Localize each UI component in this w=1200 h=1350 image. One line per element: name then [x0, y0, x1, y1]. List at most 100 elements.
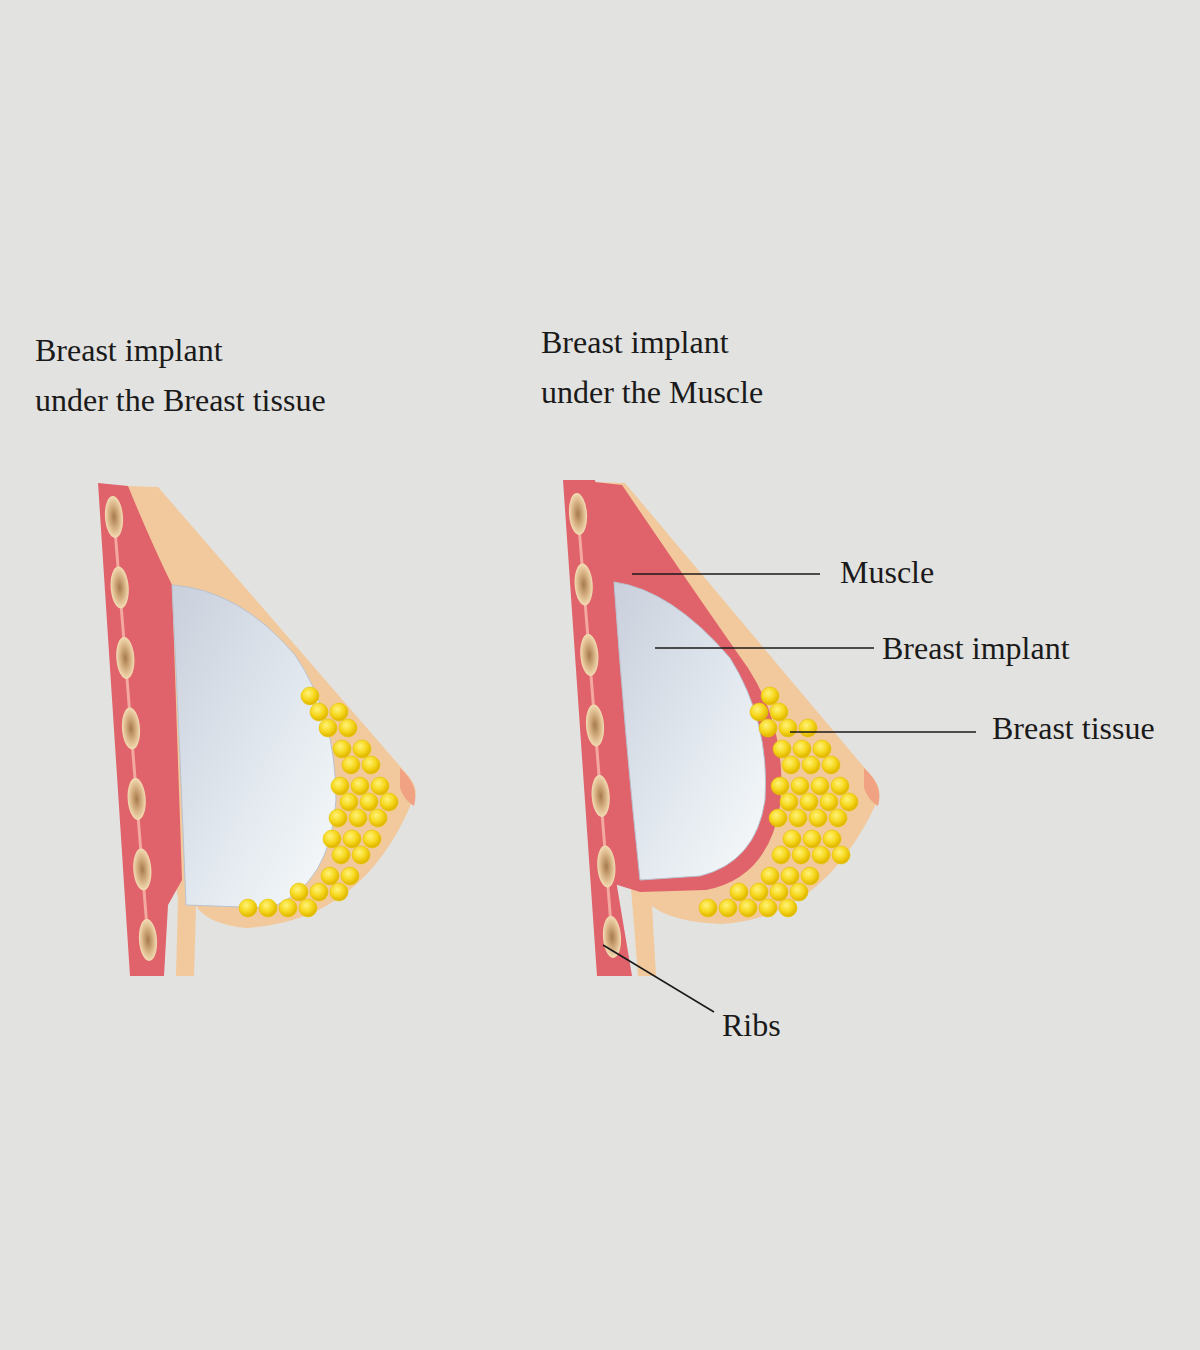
- fat-globule: [353, 740, 371, 758]
- fat-globule: [750, 703, 768, 721]
- left-figure: [98, 483, 416, 976]
- leader-line: [655, 647, 874, 649]
- fat-globule: [363, 830, 381, 848]
- rib: [573, 563, 594, 606]
- rib: [590, 774, 611, 817]
- fat-globule: [779, 719, 797, 737]
- ribs: [568, 492, 623, 958]
- fat-globule: [290, 883, 308, 901]
- fat-globule: [299, 899, 317, 917]
- fat-globule: [329, 809, 347, 827]
- fat-globule: [319, 719, 337, 737]
- fat-globule: [310, 883, 328, 901]
- fat-globule: [330, 703, 348, 721]
- fat-globule: [730, 883, 748, 901]
- fat-globule: [750, 883, 768, 901]
- fat-globule: [362, 756, 380, 774]
- fat-globule: [761, 687, 779, 705]
- fat-globule: [340, 793, 358, 811]
- rib: [132, 848, 153, 891]
- fat-globule: [341, 867, 359, 885]
- fat-globule: [330, 883, 348, 901]
- fat-globule: [773, 740, 791, 758]
- fat-globule: [800, 793, 818, 811]
- rib: [109, 566, 130, 609]
- fat-globule: [793, 740, 811, 758]
- fat-globule: [802, 756, 820, 774]
- fat-globule: [803, 830, 821, 848]
- fat-globule: [809, 809, 827, 827]
- breast-implant: [614, 582, 766, 880]
- fat-globule: [321, 867, 339, 885]
- fat-globule: [831, 777, 849, 795]
- fat-globule: [310, 703, 328, 721]
- figure-heading: Breast implant under the Muscle: [541, 317, 763, 417]
- fat-globule: [342, 756, 360, 774]
- fat-globule: [239, 899, 257, 917]
- fat-globule: [811, 777, 829, 795]
- fat-globule: [792, 846, 810, 864]
- breast-skin: [593, 482, 880, 976]
- fat-globule: [820, 793, 838, 811]
- part-label: Ribs: [722, 1006, 781, 1044]
- fat-globule: [780, 793, 798, 811]
- fat-globule: [799, 719, 817, 737]
- leader-line: [632, 573, 820, 575]
- leader-line: [603, 945, 714, 1012]
- fat-globule: [781, 867, 799, 885]
- fat-globule: [782, 756, 800, 774]
- fat-globule: [343, 830, 361, 848]
- fat-globule: [761, 867, 779, 885]
- fat-globule: [770, 703, 788, 721]
- fat-globule: [719, 899, 737, 917]
- breast-tissue: [239, 687, 398, 917]
- fat-globule: [699, 899, 717, 917]
- part-label: Breast implant: [882, 629, 1070, 667]
- fat-globule: [823, 830, 841, 848]
- fat-globule: [822, 756, 840, 774]
- fat-globule: [380, 793, 398, 811]
- rib: [138, 918, 159, 961]
- fat-globule: [259, 899, 277, 917]
- fat-globule: [759, 899, 777, 917]
- fat-globule: [771, 777, 789, 795]
- fat-globule: [352, 846, 370, 864]
- pectoral-muscle: [595, 482, 781, 892]
- fat-globule: [333, 740, 351, 758]
- fat-globule: [790, 883, 808, 901]
- rib: [104, 495, 125, 538]
- rib: [126, 777, 147, 820]
- ribs: [104, 495, 159, 961]
- rib: [121, 707, 142, 750]
- rib: [568, 492, 589, 535]
- breast-tissue: [699, 687, 858, 917]
- leader-line: [790, 731, 976, 733]
- part-label: Muscle: [840, 553, 934, 591]
- fat-globule: [759, 719, 777, 737]
- figure-heading: Breast implant under the Breast tissue: [35, 325, 326, 425]
- fat-globule: [301, 687, 319, 705]
- fat-globule: [770, 883, 788, 901]
- fat-globule: [323, 830, 341, 848]
- fat-globule: [739, 899, 757, 917]
- fat-globule: [840, 793, 858, 811]
- chest-wall: [98, 483, 182, 976]
- rib: [596, 845, 617, 888]
- fat-globule: [789, 809, 807, 827]
- fat-globule: [772, 846, 790, 864]
- nipple: [400, 768, 415, 806]
- fat-globule: [801, 867, 819, 885]
- rib: [585, 704, 606, 747]
- fat-globule: [369, 809, 387, 827]
- fat-globule: [779, 899, 797, 917]
- fat-globule: [371, 777, 389, 795]
- fat-globule: [332, 846, 350, 864]
- fat-globule: [783, 830, 801, 848]
- nipple: [864, 768, 879, 806]
- fat-globule: [331, 777, 349, 795]
- rib: [579, 633, 600, 676]
- fat-globule: [813, 740, 831, 758]
- breast-implant: [172, 585, 336, 908]
- fat-globule: [349, 809, 367, 827]
